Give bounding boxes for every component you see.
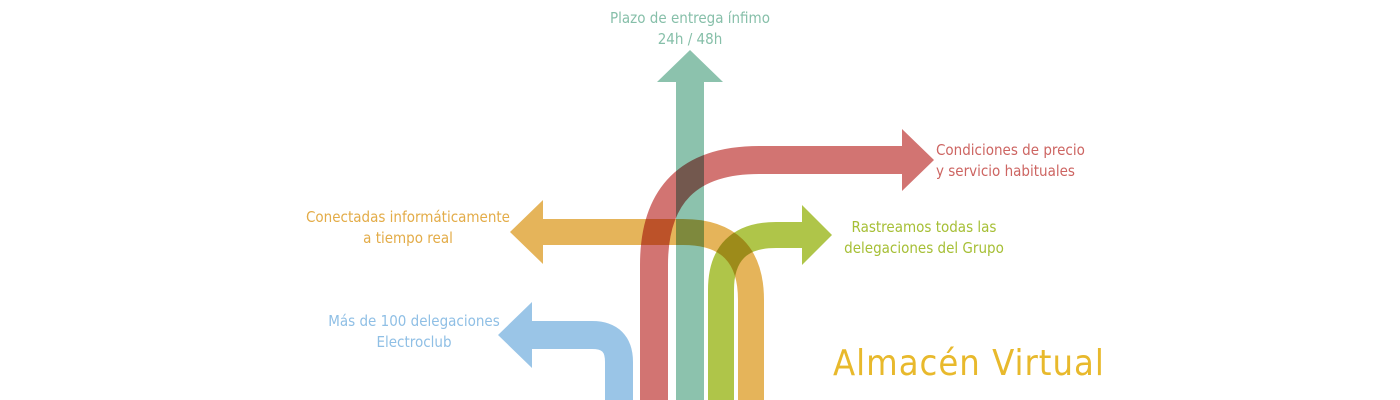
label-blue-line-1: Más de 100 delegaciones [328,312,500,330]
label-orange: Conectadas informáticamente a tiempo rea… [290,207,526,249]
label-red-line-1: Condiciones de precio [936,141,1085,159]
label-orange-line-2: a tiempo real [363,229,453,247]
label-green-line-2: delegaciones del Grupo [844,239,1004,257]
diagram-title: Almacén Virtual [833,343,1105,384]
label-orange-line-1: Conectadas informáticamente [305,208,510,226]
teal-arrow [657,50,723,400]
label-teal-line-1: Plazo de entrega ínfimo [610,9,770,27]
label-green: Rastreamos todas las delegaciones del Gr… [826,217,1022,259]
label-red: Condiciones de precio y servicio habitua… [936,140,1156,182]
label-teal-line-2: 24h / 48h [657,30,723,48]
blue-arrow [498,302,633,400]
label-teal: Plazo de entrega ínfimo 24h / 48h [590,8,790,50]
label-red-line-2: y servicio habituales [936,162,1075,180]
label-blue: Más de 100 delegaciones Electroclub [314,311,514,353]
label-green-line-1: Rastreamos todas las [851,218,997,236]
green-arrow [708,205,832,400]
label-blue-line-2: Electroclub [376,333,452,351]
